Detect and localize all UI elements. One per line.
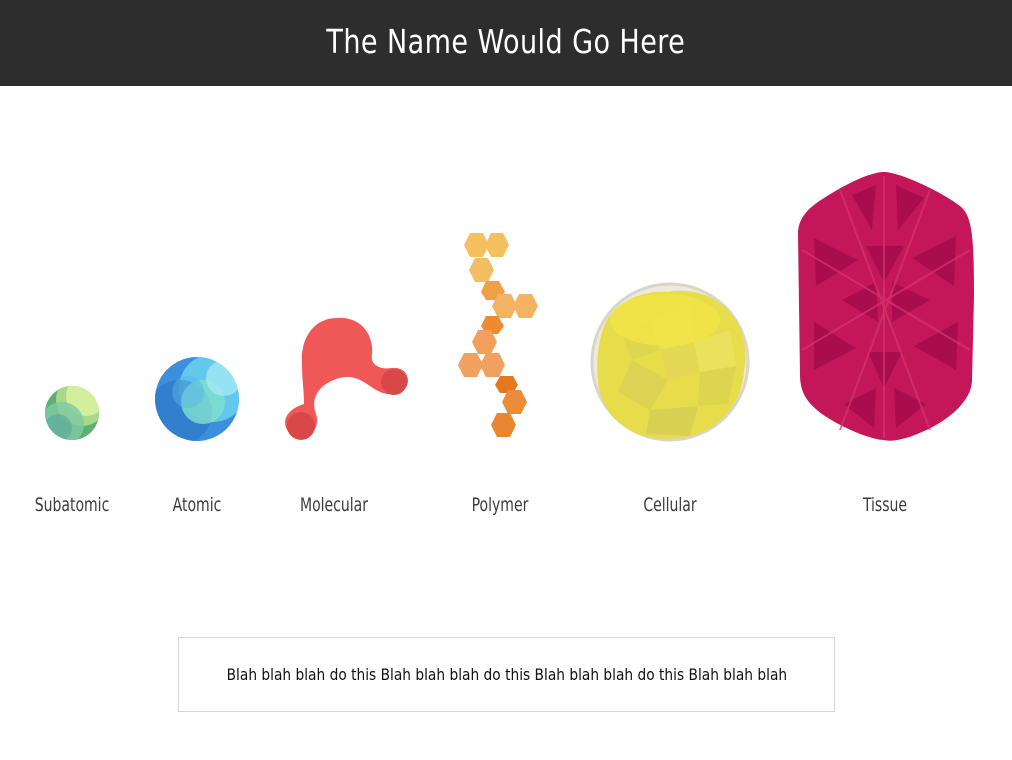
- label-molecular: Molecular: [299, 494, 369, 516]
- label-subatomic: Subatomic: [34, 494, 110, 516]
- molecule-blob-icon: [285, 317, 409, 440]
- subatomic-particle-icon: [45, 386, 99, 440]
- label-atomic: Atomic: [172, 494, 222, 516]
- cell-icon: [590, 282, 750, 442]
- header-bar: The Name Would Go Here: [0, 0, 1012, 86]
- scale-illustrations: [45, 172, 974, 442]
- note-box: Blah blah blah do this Blah blah blah do…: [178, 637, 835, 712]
- label-polymer: Polymer: [471, 494, 529, 516]
- label-cellular: Cellular: [643, 494, 697, 516]
- polymer-hexagon-chain-icon: [458, 233, 538, 437]
- page-title: The Name Would Go Here: [326, 21, 686, 61]
- atom-sphere-icon: [155, 357, 239, 441]
- label-tissue: Tissue: [862, 494, 908, 516]
- tissue-triangle-mesh-icon: [798, 172, 974, 441]
- note-text: Blah blah blah do this Blah blah blah do…: [226, 665, 787, 684]
